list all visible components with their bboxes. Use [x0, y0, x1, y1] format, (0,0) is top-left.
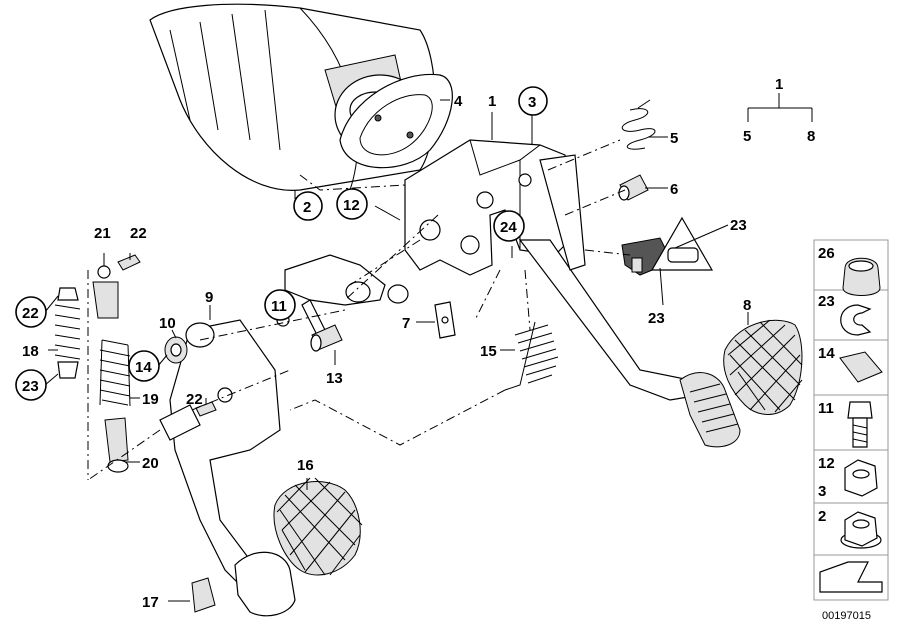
warning-triangle-25 — [650, 216, 714, 271]
spring-18 — [54, 287, 81, 379]
tree-right-label: 8 — [807, 128, 815, 145]
label-23a: 22 — [22, 305, 39, 322]
legend-panel — [813, 239, 889, 601]
callout-circles — [15, 86, 548, 401]
legend-label-11: 11 — [818, 400, 834, 417]
label-4: 4 — [454, 93, 463, 110]
reference-lines — [87, 139, 631, 481]
legend-label-3: 3 — [818, 483, 826, 500]
spring-5 — [622, 99, 656, 150]
label-20: 20 — [142, 455, 159, 472]
tree-left-label: 5 — [743, 128, 751, 145]
label-1: 1 — [488, 93, 496, 110]
guide-21 — [92, 265, 119, 319]
label-23b: 23 — [22, 378, 39, 395]
tree-root-label: 1 — [775, 76, 783, 93]
legend-label-12: 12 — [818, 455, 835, 472]
doc-number: 00197015 — [822, 610, 871, 622]
label-10: 10 — [159, 315, 176, 332]
pin-22b — [195, 401, 217, 417]
pedal-pad-16 — [273, 477, 363, 576]
legend-nut-icon — [844, 459, 878, 497]
label-13: 13 — [326, 370, 343, 387]
label-15: 15 — [480, 343, 497, 360]
label-22b: 22 — [186, 391, 203, 408]
label-7: 7 — [402, 315, 410, 332]
pin-6 — [618, 174, 649, 201]
legend-label-26: 26 — [818, 245, 835, 262]
label-9: 9 — [205, 289, 213, 306]
label-6: 6 — [670, 181, 678, 198]
label-25: 23 — [730, 217, 747, 234]
pedal-pad-8 — [723, 319, 803, 415]
label-8: 8 — [743, 297, 751, 314]
label-24: 23 — [648, 310, 665, 327]
label-19: 19 — [142, 391, 159, 408]
spring-15 — [504, 321, 559, 391]
label-11: 11 — [271, 298, 287, 315]
label-12: 12 — [343, 197, 360, 214]
push-rod-assembly — [276, 254, 409, 346]
label-16: 16 — [297, 457, 314, 474]
label-22a: 22 — [130, 225, 147, 242]
label-3: 3 — [528, 94, 536, 111]
legend-flange-nut-icon — [840, 511, 882, 549]
legend-circlip-icon — [840, 304, 872, 336]
legend-label-2: 2 — [818, 508, 826, 525]
label-21: 21 — [94, 225, 111, 242]
label-17: 17 — [142, 594, 159, 611]
clutch-pedal-arm — [518, 154, 741, 448]
label-18: 18 — [22, 343, 39, 360]
brake-pedal-arm — [159, 319, 296, 617]
labels: 4 1 3 5 6 23 23 2 12 24 11 7 15 13 9 10 … — [22, 76, 871, 622]
bolt-20 — [104, 417, 129, 473]
sleeve-17 — [191, 577, 216, 613]
bushing-10 — [164, 336, 188, 364]
label-2: 2 — [303, 199, 311, 216]
leader-lines — [44, 99, 749, 602]
assembly-tree — [747, 93, 813, 122]
legend-label-23: 23 — [818, 293, 835, 310]
label-5: 5 — [670, 130, 678, 147]
label-14: 14 — [135, 359, 152, 376]
legend-direction-arrow-icon — [819, 561, 883, 593]
spring-19 — [99, 339, 131, 407]
pin-22a — [117, 254, 141, 271]
label-26: 24 — [500, 219, 517, 236]
legend-grommet-icon — [842, 257, 881, 296]
legend-label-14: 14 — [818, 345, 835, 362]
bushing-13 — [310, 324, 343, 352]
legend-clip-icon — [839, 351, 883, 383]
gasket — [339, 73, 453, 169]
legend-bolt-icon — [847, 401, 873, 448]
clip-7 — [434, 301, 456, 339]
